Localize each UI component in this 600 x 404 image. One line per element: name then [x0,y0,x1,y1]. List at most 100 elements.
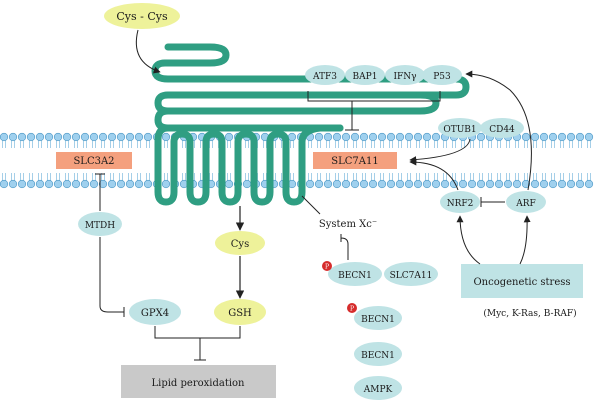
lipid-head [557,179,567,189]
lipid-head [134,179,144,189]
lipid-head [53,179,63,189]
lipid-head [0,179,9,189]
lipid-head [89,132,99,142]
gpx4-node: GPX4 [129,299,181,325]
slc7a11-complex-label: SLC7A11 [390,271,433,281]
lipid-head [395,132,405,142]
inhibit-becn1-system-xc [340,234,349,260]
lipid-head [512,179,522,189]
cys-cys-label: Cys - Cys [116,10,168,23]
lipid-head [467,179,477,189]
lipid-head [44,179,54,189]
lipid-head [35,179,45,189]
inhibit-mtdh-slc3a2 [95,173,105,211]
lipid-head [71,179,81,189]
otub1-cd44-group: OTUB1 CD44 [438,118,524,138]
lipid-head [386,179,396,189]
lipid-head [521,132,531,142]
lipid-head [116,179,126,189]
arrow-nrf2-to-slc7a11 [409,158,459,191]
arrow-stress-to-arf [519,215,531,265]
bracket-regulators [307,91,441,131]
becn1-node: BECN1 [354,342,402,366]
lipid-head [521,179,531,189]
lipid-head [71,132,81,142]
lipid-head [485,179,495,189]
lipid-head [476,132,486,142]
lipid-head [431,132,441,142]
lipid-head [494,179,504,189]
lipid-head [143,179,153,189]
gsh-label: GSH [228,308,252,319]
lipid-head [377,179,387,189]
phospho-mark-2: P [350,306,354,313]
lipid-head [62,132,72,142]
lipid-head [575,132,585,142]
lipid-head [107,179,117,189]
lipid-head [341,179,351,189]
lipid-head [368,132,378,142]
lipid-head [323,132,333,142]
lipid-head [458,179,468,189]
pointer-to-transporter [301,195,321,215]
lipid-head [404,179,414,189]
lipid-head [224,179,234,189]
lipid-head [116,132,126,142]
lipid-head [80,132,90,142]
lipid-head [395,179,405,189]
lipid-head [413,132,423,142]
lipid-head [26,132,36,142]
lipid-head [314,132,324,142]
gsh-node: GSH [214,299,266,325]
lipid-head [134,132,144,142]
becn1-label: BECN1 [361,351,395,361]
lipid-head [341,132,351,142]
system-xc-label: System Xc⁻ [319,219,377,230]
lipid-head [323,179,333,189]
nrf2-label: NRF2 [447,199,474,209]
lipid-head [350,179,360,189]
lipid-head [17,179,27,189]
lipid-head [44,132,54,142]
lipid-head [125,132,135,142]
phospho-mark-1: P [325,264,329,271]
inhibit-gpx4-gsh-lipid [154,326,241,361]
lipid-head [584,132,594,142]
lipid-head [530,179,540,189]
lipid-head [350,132,360,142]
lipid-head [89,179,99,189]
ampk-label: AMPK [363,385,393,395]
cys-label: Cys [231,239,249,250]
lipid-head [377,132,387,142]
lipid-head [476,179,486,189]
ampk-node: AMPK [354,376,402,400]
lipid-head [539,179,549,189]
cys-cys-node: Cys - Cys [104,3,180,29]
slc7a11-node: SLC7A11 [313,152,397,169]
p53-label: P53 [433,72,451,82]
lipid-head [161,179,171,189]
lipid-head [431,179,441,189]
lipid-head [530,132,540,142]
lipid-head [539,132,549,142]
lipid-head [224,132,234,142]
lipid-head [98,179,108,189]
otub1-label: OTUB1 [443,125,476,135]
arrow-cys-cys-to-transporter [135,29,161,74]
oncogenetic-stress-node: Oncogenetic stress (Myc, K-Ras, B-RAF) [461,264,583,319]
lipid-peroxidation-label: Lipid peroxidation [151,378,245,389]
lipid-head [413,179,423,189]
lipid-peroxidation-node: Lipid peroxidation [121,365,276,398]
lipid-head [17,132,27,142]
oncogenes-label: (Myc, K-Ras, B-RAF) [483,308,576,319]
lipid-head [575,179,585,189]
bap1-label: BAP1 [353,72,378,82]
nrf2-node: NRF2 [440,191,480,213]
lipid-head [161,132,171,142]
lipid-head [98,132,108,142]
slc3a2-label: SLC3A2 [73,156,114,167]
lipid-head [566,132,576,142]
lipid-head [125,179,135,189]
lipid-head [332,132,342,142]
